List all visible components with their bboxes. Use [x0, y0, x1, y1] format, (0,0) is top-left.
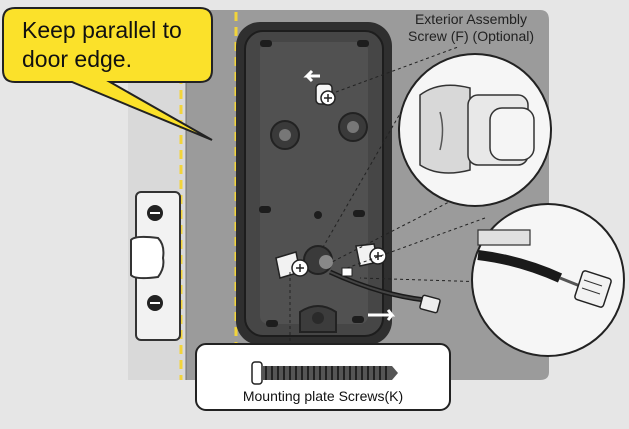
callout-text: Keep parallel to door edge. — [22, 16, 202, 74]
exterior-screw-label-line-2: Screw (F) (Optional) — [407, 28, 535, 44]
latch-icon — [130, 191, 181, 341]
leader-lines — [289, 46, 488, 350]
mounting-screw-icon — [275, 243, 387, 279]
callout-bubble — [2, 7, 213, 141]
cable-connector-icon — [328, 267, 441, 321]
exterior-screw-icon — [303, 69, 336, 106]
mounting-plate — [236, 22, 392, 345]
exterior-screw-label: Exterior Assembly Screw (F) (Optional) — [383, 11, 559, 45]
zoom-circle-plug — [398, 53, 552, 207]
zoom-circle-connector — [471, 203, 625, 357]
mounting-screw-detail-icon — [251, 361, 398, 385]
callout-line-1: Keep parallel to — [22, 17, 182, 43]
exterior-screw-label-line-1: Exterior Assembly — [414, 11, 528, 27]
mounting-screws-label: Mounting plate Screws(K) — [242, 388, 404, 404]
callout-line-2: door edge. — [22, 46, 132, 72]
